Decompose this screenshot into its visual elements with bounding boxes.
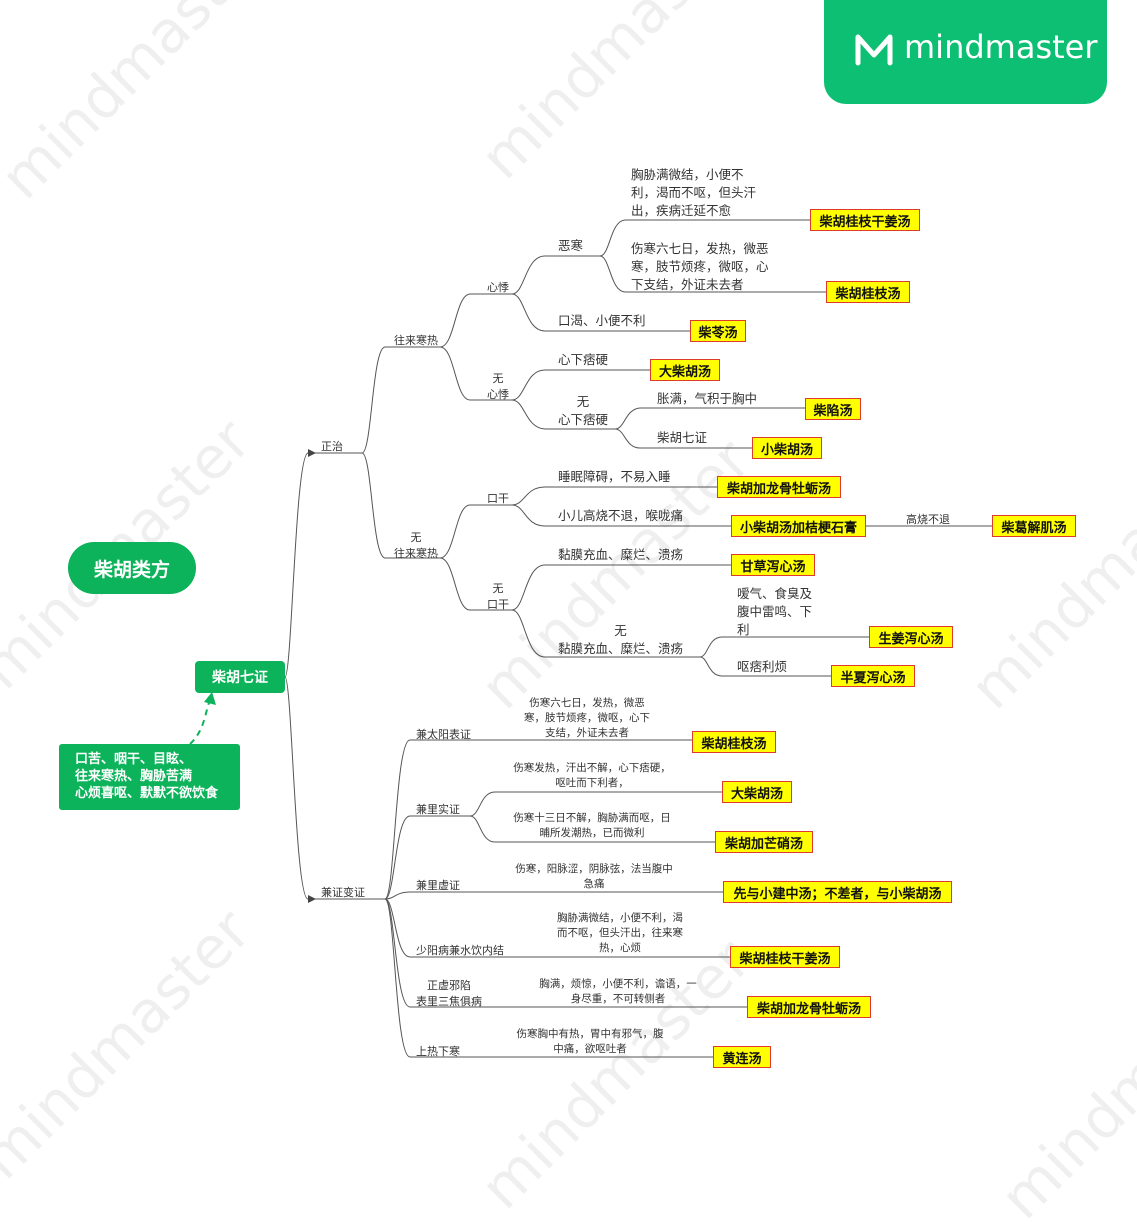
- formula-box[interactable]: 黄连汤: [713, 1046, 771, 1068]
- branch-wu-wanglai[interactable]: 无 往来寒热: [394, 531, 438, 560]
- formula-box[interactable]: 先与小建中汤；不差者，与小柴胡汤: [723, 881, 952, 903]
- formula-box[interactable]: 半夏泻心汤: [831, 665, 915, 687]
- note-line: 往来寒热、胸胁苦满: [75, 769, 193, 784]
- note-box[interactable]: 口苦、咽干、目眩、 往来寒热、胸胁苦满 心烦喜呕、默默不欲饮食: [59, 744, 240, 810]
- brand-name: mindmaster: [904, 28, 1098, 66]
- formula-box[interactable]: 柴陷汤: [805, 398, 861, 420]
- brand-banner: mindmaster: [824, 0, 1107, 104]
- condition-text: 伤寒六七日，发热，微恶寒，肢节烦疼，微呕，心下支结，外证未去者: [631, 241, 769, 292]
- branch-wu-xinxia[interactable]: 无心下痞硬: [558, 394, 609, 427]
- formula-box[interactable]: 柴胡加芒硝汤: [715, 831, 813, 853]
- formula-box[interactable]: 柴胡加龙骨牡蛎汤: [717, 476, 841, 498]
- mindmaster-logo-icon: [855, 34, 893, 66]
- formula-box[interactable]: 大柴胡汤: [722, 781, 792, 803]
- formula-box[interactable]: 生姜泻心汤: [869, 626, 953, 648]
- condition-text: 呕痞利烦: [737, 659, 788, 674]
- branch-jianzheng[interactable]: 兼证变证: [321, 886, 365, 899]
- condition-text: 胸胁满微结，小便不利，渴而不呕，但头汗出，疾病迁延不愈: [631, 167, 757, 218]
- branch-zhengxu[interactable]: 正虚邪陷 表里三焦俱病: [416, 979, 482, 1008]
- branch-wu-kougan[interactable]: 无 口干: [487, 582, 509, 611]
- branch-wu-nianmo[interactable]: 无黏膜充血、糜烂、溃疡: [558, 623, 684, 656]
- condition-text: 黏膜充血、糜烂、溃疡: [558, 547, 684, 562]
- formula-box[interactable]: 柴胡桂枝汤: [692, 731, 776, 753]
- condition-text: 柴胡七证: [657, 430, 708, 445]
- mindmap-connectors: [189, 219, 992, 1058]
- condition-text: 伤寒十三日不解，胸胁满而呕，日晡所发潮热，已而微利: [513, 812, 671, 839]
- condition-text: 小儿高烧不退，喉咙痛: [558, 508, 684, 523]
- condition-text: 胸胁满微结，小便不利，渴而不呕，但头汗出，往来寒热，心烦: [557, 912, 683, 954]
- note-line: 口苦、咽干、目眩、: [75, 752, 193, 767]
- condition-text: 胸满，烦惊，小便不利，谵语，一身尽重，不可转侧者: [539, 978, 697, 1005]
- branch-kougan[interactable]: 口干: [487, 492, 509, 505]
- branch-shangre[interactable]: 上热下寒: [416, 1045, 460, 1058]
- branch-wuhan[interactable]: 恶寒: [558, 238, 584, 253]
- condition-text: 口渴、小便不利: [558, 313, 646, 328]
- branch-lishi[interactable]: 兼里实证: [416, 803, 460, 816]
- root-topic[interactable]: 柴胡类方: [68, 542, 196, 594]
- central-topic[interactable]: 柴胡七证: [195, 661, 285, 693]
- branch-wanglai[interactable]: 往来寒热: [394, 334, 438, 347]
- formula-box[interactable]: 小柴胡汤: [752, 437, 822, 459]
- condition-text: 伤寒六七日，发热，微恶寒，肢节烦疼，微呕，心下支结，外证未去者: [524, 697, 650, 739]
- condition-text: 睡眠障碍，不易入睡: [558, 469, 671, 484]
- condition-text: 高烧不退: [906, 513, 950, 526]
- formula-box[interactable]: 柴苓汤: [690, 320, 746, 342]
- branch-wu-xinji[interactable]: 无 心悸: [487, 372, 509, 401]
- branch-xinji[interactable]: 心悸: [487, 281, 509, 294]
- branch-zhengzhi[interactable]: 正治: [321, 440, 343, 453]
- branch-shaoyang[interactable]: 少阳病兼水饮内结: [416, 944, 504, 957]
- condition-text: 伤寒胸中有热，胃中有邪气，腹中痛，欲呕吐者: [516, 1028, 664, 1055]
- condition-text: 伤寒发热，汗出不解，心下痞硬，呕吐而下利者，: [513, 762, 671, 789]
- branch-lixu[interactable]: 兼里虚证: [416, 879, 460, 892]
- formula-box[interactable]: 小柴胡汤加桔梗石膏: [731, 515, 866, 537]
- formula-box[interactable]: 甘草泻心汤: [731, 554, 815, 576]
- formula-box[interactable]: 柴胡桂枝干姜汤: [810, 209, 920, 231]
- branch-taiyang[interactable]: 兼太阳表证: [416, 728, 471, 741]
- formula-box[interactable]: 大柴胡汤: [650, 359, 720, 381]
- note-line: 心烦喜呕、默默不欲饮食: [75, 786, 219, 801]
- condition-text: 嗳气、食臭及腹中雷鸣、下利: [737, 586, 813, 637]
- condition-text: 胀满，气积于胸中: [657, 391, 758, 406]
- formula-box[interactable]: 柴胡桂枝汤: [826, 281, 910, 303]
- condition-text: 伤寒，阳脉涩，阴脉弦，法当腹中急痛: [515, 863, 673, 890]
- condition-text: 心下痞硬: [558, 352, 609, 367]
- formula-box[interactable]: 柴胡加龙骨牡蛎汤: [747, 996, 871, 1018]
- formula-box[interactable]: 柴葛解肌汤: [992, 515, 1076, 537]
- formula-box[interactable]: 柴胡桂枝干姜汤: [730, 946, 840, 968]
